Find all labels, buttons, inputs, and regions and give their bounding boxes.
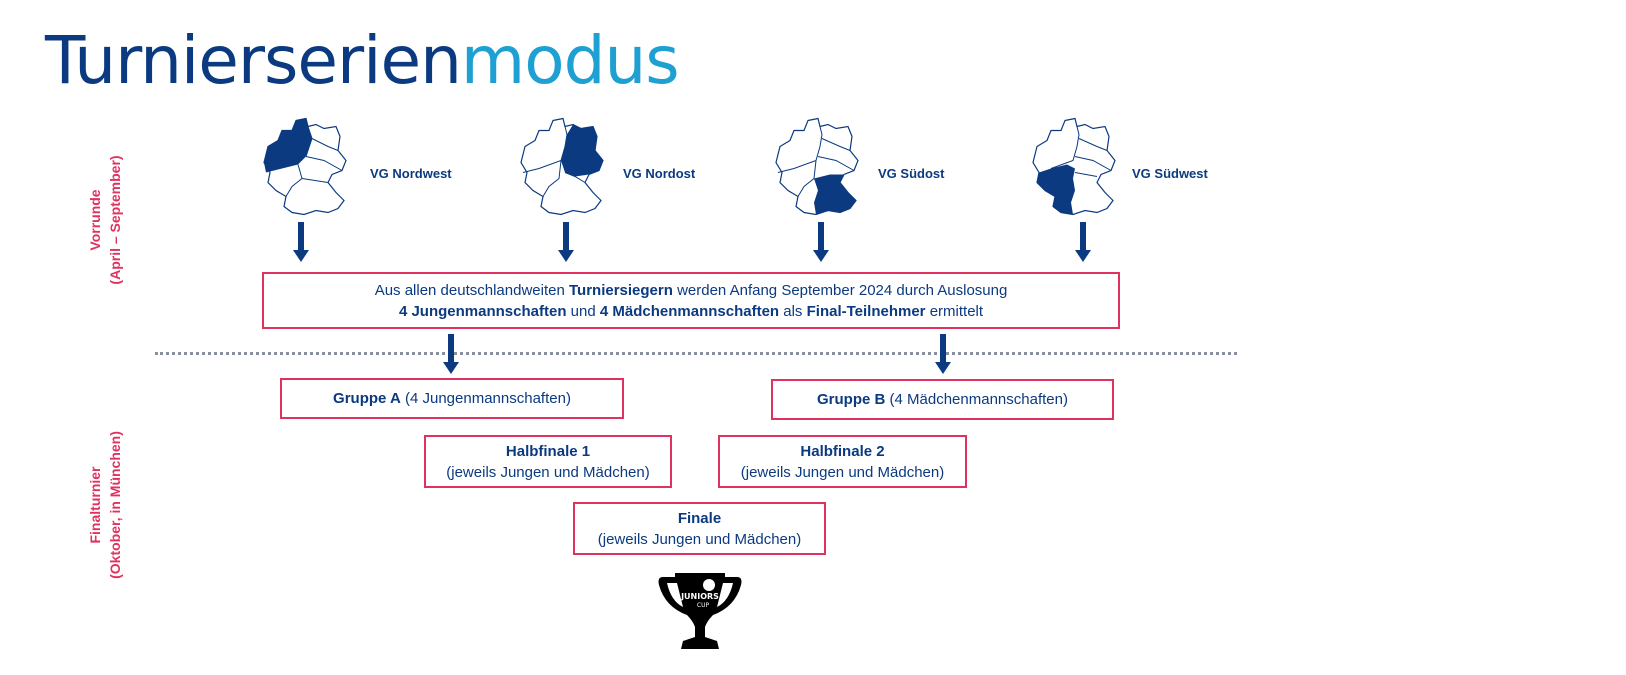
arrow-down-icon <box>293 222 309 262</box>
arrow-down-icon <box>935 334 951 374</box>
selection-line-1: Aus allen deutschlandweiten Turniersiege… <box>375 280 1008 301</box>
vorrunde-dates: (April – September) <box>107 155 123 285</box>
semifinal-detail: (jeweils Jungen und Mädchen) <box>446 463 650 481</box>
semifinal-2-box: Halbfinale 2 (jeweils Jungen und Mädchen… <box>718 435 967 488</box>
text: ermittelt <box>925 302 984 320</box>
title-accent: modus <box>460 22 680 99</box>
group-detail: (4 Mädchenmannschaften) <box>885 391 1068 408</box>
text-bold: 4 Jungenmannschaften <box>398 302 567 320</box>
vorrunde-label: Vorrunde (April – September) <box>85 130 125 310</box>
text: werden Anfang September 2024 durch Auslo… <box>672 281 1008 299</box>
region-suedwest <box>1027 114 1127 224</box>
region-nordwest <box>258 114 358 224</box>
region-label-nordwest: VG Nordwest <box>370 166 452 181</box>
selection-line-2: 4 Jungenmannschaften und 4 Mädchenmannsc… <box>399 301 983 322</box>
finalturnier-label: Finalturnier (Oktober, in München) <box>85 405 125 605</box>
text: Aus allen deutschlandweiten <box>374 281 569 299</box>
finalturnier-dates: (Oktober, in München) <box>107 431 123 579</box>
germany-map-northwest-icon <box>263 117 347 216</box>
text-bold: Final-Teilnehmer <box>806 302 926 320</box>
text: und <box>566 302 600 320</box>
group-name: Gruppe B <box>817 391 886 408</box>
region-nordost <box>515 114 615 224</box>
final-box: Finale (jeweils Jungen und Mädchen) <box>573 502 826 555</box>
text-bold: Turniersiegern <box>568 281 673 299</box>
group-name: Gruppe A <box>333 390 401 407</box>
page-title: Turnierserienmodus <box>45 22 680 99</box>
semifinal-1-box: Halbfinale 1 (jeweils Jungen und Mädchen… <box>424 435 672 488</box>
arrow-down-icon <box>1075 222 1091 262</box>
final-name: Finale <box>677 509 722 527</box>
arrow-down-icon <box>558 222 574 262</box>
region-label-nordost: VG Nordost <box>623 166 696 181</box>
arrow-down-icon <box>813 222 829 262</box>
text-bold: 4 Mädchenmannschaften <box>599 302 780 320</box>
final-detail: (jeweils Jungen und Mädchen) <box>597 530 802 548</box>
group-b-box: Gruppe B (4 Mädchenmannschaften) <box>771 379 1114 420</box>
svg-text:CUP: CUP <box>697 602 710 609</box>
title-main: Turnierserien <box>45 22 462 99</box>
region-suedost <box>770 114 870 224</box>
trophy-icon: JUNIORS CUP <box>658 573 742 649</box>
semifinal-name: Halbfinale 2 <box>800 442 885 460</box>
vorrunde-title: Vorrunde <box>87 189 103 251</box>
region-label-suedwest: VG Südwest <box>1132 166 1208 181</box>
group-detail: (4 Jungenmannschaften) <box>400 390 571 407</box>
arrow-down-icon <box>443 334 459 374</box>
semifinal-name: Halbfinale 1 <box>505 442 591 460</box>
group-a-box: Gruppe A (4 Jungenmannschaften) <box>280 378 624 419</box>
selection-box: Aus allen deutschlandweiten Turniersiege… <box>262 272 1120 329</box>
germany-map-southeast-icon <box>775 117 859 216</box>
region-label-suedost: VG Südost <box>878 166 945 181</box>
text: als <box>779 302 807 320</box>
svg-text:JUNIORS: JUNIORS <box>680 592 719 601</box>
germany-map-northeast-icon <box>520 117 604 216</box>
phase-divider <box>155 352 1237 355</box>
finalturnier-title: Finalturnier <box>87 466 103 544</box>
semifinal-detail: (jeweils Jungen und Mädchen) <box>740 463 945 481</box>
germany-map-southwest-icon <box>1032 117 1116 216</box>
